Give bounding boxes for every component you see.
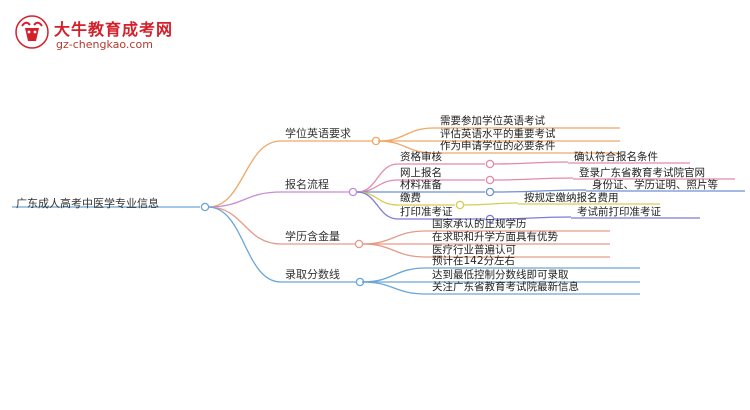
step-label-3: 缴费 bbox=[400, 192, 421, 204]
bull-logo-icon bbox=[15, 15, 49, 49]
detail-connector-4 bbox=[493, 216, 572, 220]
leaf-connector-3-0 bbox=[361, 267, 427, 283]
leaf-label-3-0: 预计在142分左右 bbox=[432, 255, 516, 267]
leaf-connector-0-0 bbox=[377, 127, 435, 142]
step-label-1: 网上报名 bbox=[400, 167, 442, 179]
leaf-label-2-0: 国家承认的正规学历 bbox=[432, 218, 527, 230]
step-connector-0 bbox=[356, 163, 399, 193]
step-connector-3 bbox=[356, 191, 399, 206]
step-detail-0: 确认符合报名条件 bbox=[574, 151, 658, 163]
brand-logo: 大牛教育成考网 gz-chengkao.com bbox=[14, 14, 214, 56]
step-label-0: 资格审核 bbox=[400, 151, 442, 163]
leaf-label-2-1: 在求职和升学方面具有优势 bbox=[432, 231, 558, 243]
branch-label-3: 录取分数线 bbox=[285, 268, 340, 281]
brand-name: 大牛教育成考网 bbox=[54, 20, 174, 39]
detail-connector-1 bbox=[493, 177, 574, 181]
step-label-4: 打印准考证 bbox=[400, 206, 453, 218]
step-detail-3: 按规定缴纳报名费用 bbox=[524, 192, 619, 204]
leaf-label-2-2: 医疗行业普遍认可 bbox=[432, 244, 516, 256]
step-connector-1 bbox=[356, 179, 399, 193]
step-detail-2: 身份证、学历证明、照片等 bbox=[592, 179, 718, 191]
branch-connector-3 bbox=[207, 206, 282, 283]
branch-node-1 bbox=[348, 187, 358, 197]
detail-connector-3 bbox=[463, 202, 519, 206]
step-node-3 bbox=[455, 200, 465, 210]
branch-connector-2 bbox=[207, 206, 282, 245]
leaf-connector-2-0 bbox=[361, 230, 427, 245]
step-node-2 bbox=[485, 187, 495, 197]
step-node-4 bbox=[485, 214, 495, 224]
leaf-label-0-0: 需要参加学位英语考试 bbox=[440, 115, 545, 127]
step-node-1 bbox=[485, 175, 495, 185]
step-detail-4: 考试前打印准考证 bbox=[577, 206, 661, 218]
leaf-label-3-1: 达到最低控制分数线即可录取 bbox=[432, 269, 569, 281]
step-label-2: 材料准备 bbox=[400, 179, 442, 191]
leaf-connector-2-2 bbox=[361, 243, 427, 258]
step-node-0 bbox=[485, 159, 495, 169]
step-detail-1: 登录广东省教育考试院官网 bbox=[579, 167, 705, 179]
brand-url: gz-chengkao.com bbox=[56, 38, 153, 51]
root-label: 广东成人高考中医学专业信息 bbox=[16, 197, 159, 210]
detail-connector-2 bbox=[493, 189, 587, 193]
branch-label-2: 学历含金量 bbox=[285, 230, 340, 243]
detail-connector-0 bbox=[493, 161, 569, 165]
branch-node-2 bbox=[354, 239, 364, 249]
leaf-label-3-2: 关注广东省教育考试院最新信息 bbox=[432, 281, 579, 293]
leaf-connector-0-2 bbox=[377, 140, 435, 154]
root-node bbox=[200, 202, 210, 212]
leaf-label-0-1: 评估英语水平的重要考试 bbox=[440, 128, 556, 140]
leaf-connector-3-2 bbox=[361, 281, 427, 295]
branch-connector-0 bbox=[207, 140, 282, 208]
branch-connector-1 bbox=[207, 191, 282, 208]
branch-label-0: 学位英语要求 bbox=[285, 127, 351, 140]
branch-label-1: 报名流程 bbox=[285, 178, 329, 191]
step-connector-4 bbox=[356, 191, 399, 220]
leaf-label-0-2: 作为申请学位的必要条件 bbox=[440, 140, 556, 152]
